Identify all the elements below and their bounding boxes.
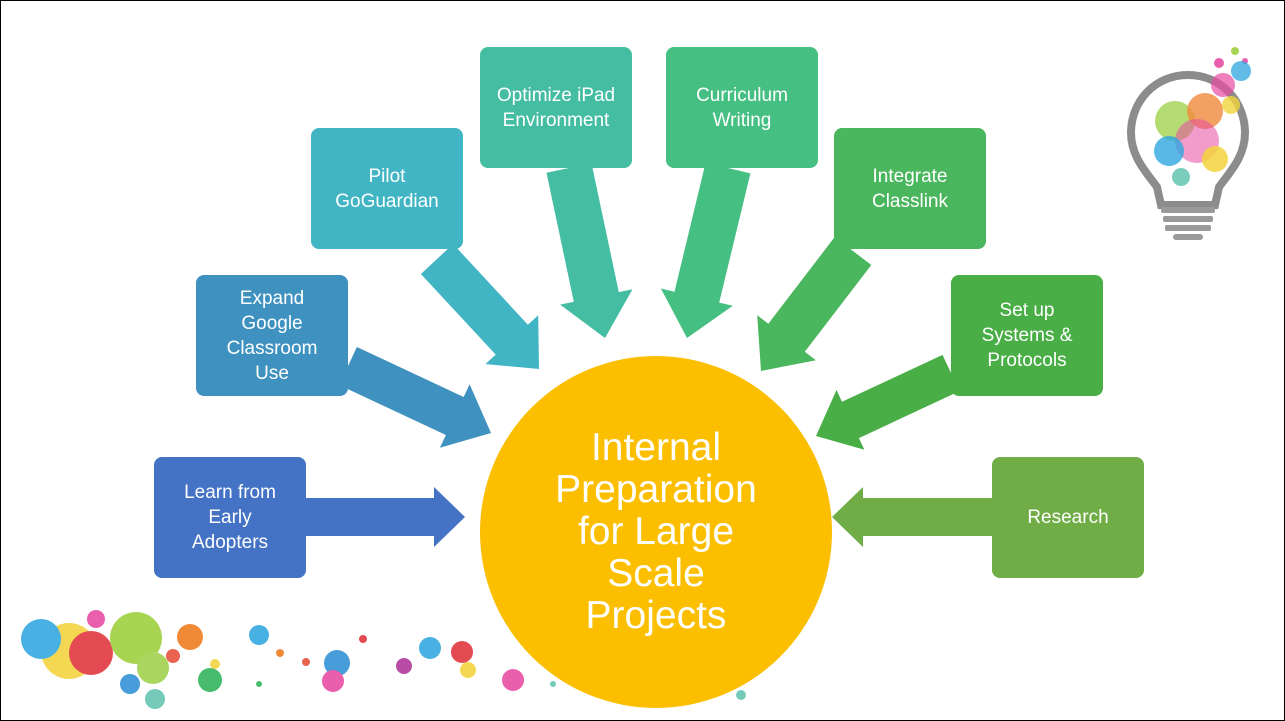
node-learn-from-early-adopters: Learn from Early Adopters (154, 457, 306, 578)
arrow-integrate-classlink (757, 237, 872, 371)
node-expand-google-classroom-use: Expand Google Classroom Use (196, 275, 348, 396)
node-optimize-ipad-environment: Optimize iPad Environment (480, 47, 632, 168)
arrow-research (832, 487, 992, 547)
center-circle: Internal Preparation for Large Scale Pro… (480, 356, 832, 708)
arrow-learn-early-adopters (306, 487, 465, 547)
arrow-curriculum-writing (660, 162, 751, 338)
node-pilot-goguardian: Pilot GoGuardian (311, 128, 463, 249)
arrow-systems-protocols (816, 354, 960, 450)
node-research: Research (992, 457, 1144, 578)
arrow-expand-google-classroom (339, 347, 491, 448)
node-integrate-classlink: Integrate Classlink (834, 128, 986, 249)
node-set-up-systems-protocols: Set up Systems & Protocols (951, 275, 1103, 396)
arrow-pilot-goguardian (420, 244, 539, 369)
arrow-optimize-ipad (546, 163, 633, 338)
node-curriculum-writing: Curriculum Writing (666, 47, 818, 168)
